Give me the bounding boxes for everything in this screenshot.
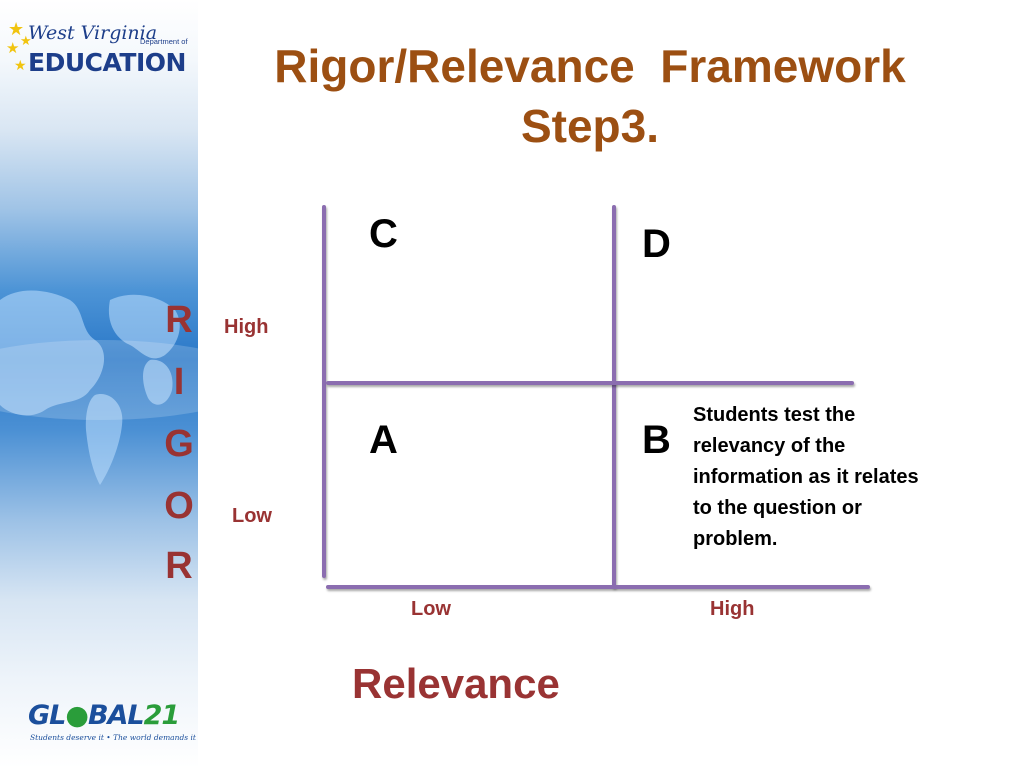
star-icon: ★ bbox=[20, 33, 32, 48]
relevance-axis-title: Relevance bbox=[352, 660, 560, 707]
grid-line-horizontal-middle bbox=[326, 381, 854, 385]
global21-logo-part: GL bbox=[28, 700, 66, 731]
title-line-2: Step3. bbox=[520, 100, 660, 152]
quadrant-a-label: A bbox=[369, 418, 398, 462]
quadrant-d-label: D bbox=[642, 222, 671, 266]
wv-logo-dept: Department of bbox=[140, 37, 188, 46]
quadrant-b-label: B bbox=[642, 418, 671, 462]
rigor-low-label: Low bbox=[232, 505, 272, 527]
grid-line-horizontal-bottom bbox=[326, 585, 870, 589]
rigor-letter: R bbox=[165, 299, 193, 341]
relevance-high-label: High bbox=[710, 598, 755, 620]
globe-icon: ● bbox=[65, 700, 89, 731]
rigor-letter: G bbox=[164, 423, 194, 465]
rigor-letter: R bbox=[165, 545, 193, 587]
wv-logo-script: West Virginia bbox=[28, 22, 158, 44]
rigor-letter: I bbox=[173, 361, 185, 403]
star-icon: ★ bbox=[6, 40, 20, 57]
global21-logo-part: BAL bbox=[87, 700, 145, 731]
grid-line-left bbox=[322, 205, 326, 578]
global21-logo: GL●BAL21 bbox=[28, 700, 181, 731]
star-icon: ★ bbox=[8, 19, 25, 39]
grid-line-middle bbox=[612, 205, 616, 588]
relevance-low-label: Low bbox=[411, 598, 451, 620]
global21-logo-number: 21 bbox=[143, 700, 181, 731]
rigor-high-label: High bbox=[224, 316, 269, 338]
title-line-1: Rigor/Relevance Framework bbox=[274, 40, 906, 92]
global21-tagline: Students deserve it • The world demands … bbox=[30, 733, 196, 742]
star-icon: ★ bbox=[14, 57, 27, 73]
side-banner: ★ ★ ★ ★ West Virginia Department of EDUC… bbox=[0, 0, 198, 768]
quadrant-c-label: C bbox=[369, 212, 398, 256]
slide-title: Rigor/Relevance Framework Step3. bbox=[230, 36, 950, 156]
quadrant-b-description: Students test the relevancy of the infor… bbox=[693, 404, 919, 550]
wv-logo-main: EDUCATION bbox=[28, 48, 186, 77]
world-map-icon bbox=[0, 290, 198, 485]
wv-education-logo: ★ ★ ★ ★ bbox=[6, 18, 190, 80]
rigor-letter: O bbox=[164, 485, 194, 527]
